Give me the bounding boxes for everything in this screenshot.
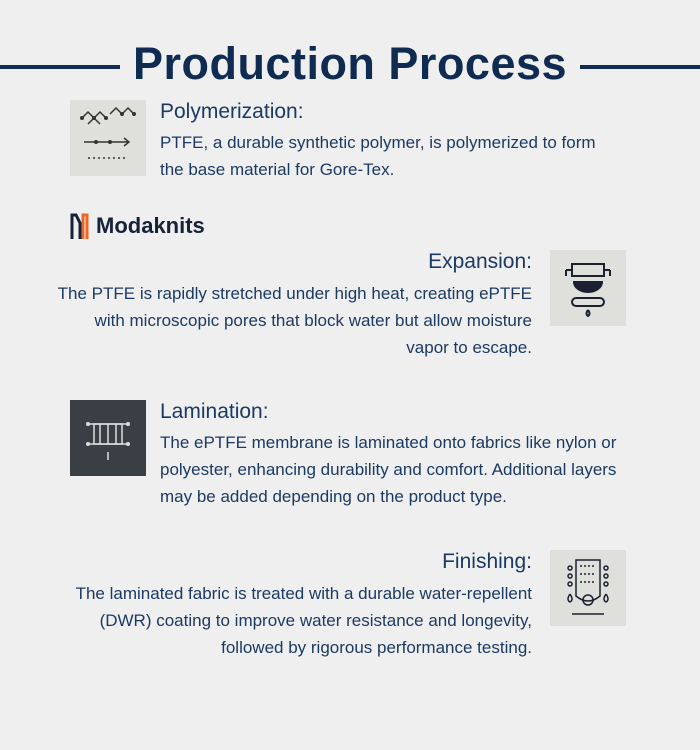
modaknits-logo-icon <box>70 213 89 239</box>
step-heading-polymerization: Polymerization: <box>160 100 304 123</box>
step-body-lamination: The ePTFE membrane is laminated onto fab… <box>160 433 617 506</box>
lamination-layers-icon <box>70 400 146 476</box>
step-heading-lamination: Lamination: <box>160 400 269 423</box>
step-body-expansion: The PTFE is rapidly stretched under high… <box>57 284 532 357</box>
step-body-finishing: The laminated fabric is treated with a d… <box>75 584 532 657</box>
brand-name: Modaknits <box>96 213 205 238</box>
step-heading-expansion: Expansion: <box>428 250 532 273</box>
page-title: Production Process <box>132 38 568 89</box>
step-heading-finishing: Finishing: <box>442 550 532 573</box>
water-drops-icon <box>550 550 626 626</box>
title-rule-left <box>0 65 120 69</box>
brand-logo: Modaknits <box>70 213 205 239</box>
step-body-polymerization: PTFE, a durable synthetic polymer, is po… <box>160 133 596 179</box>
title-rule-right <box>580 65 700 69</box>
polymer-chain-icon <box>70 100 146 176</box>
expansion-machine-icon <box>550 250 626 326</box>
